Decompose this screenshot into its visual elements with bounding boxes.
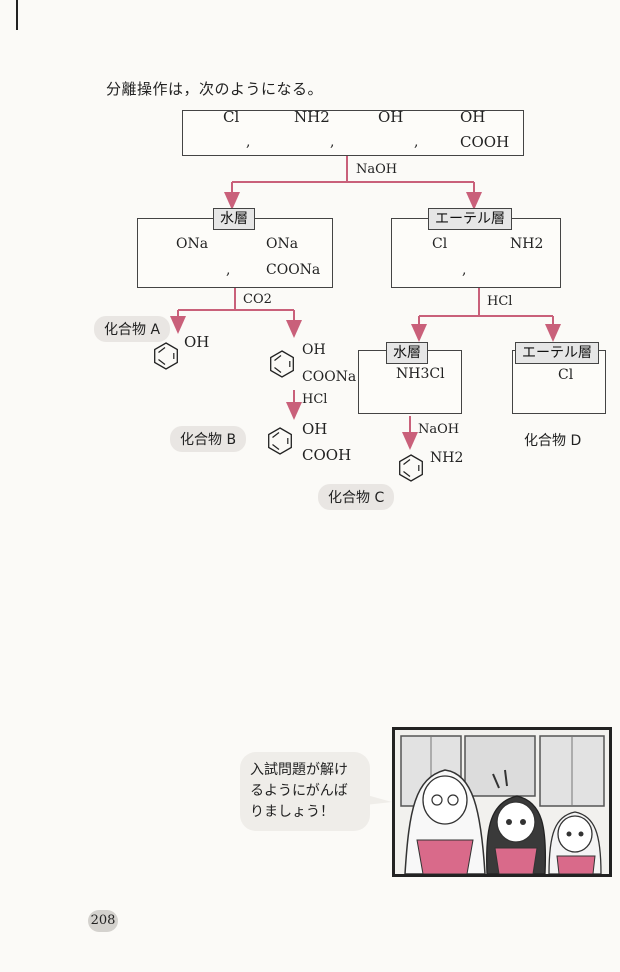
ether-layer-tag: エーテル層 xyxy=(428,208,512,230)
split-arrow-hcl xyxy=(411,288,561,342)
speech-bubble: 入試問題が解け るようにがんば りましょう！ xyxy=(240,752,370,831)
speech-tail-icon xyxy=(356,792,392,806)
mol-salicylic-sub2: COOH xyxy=(460,133,510,151)
page-number: 208 xyxy=(88,910,118,932)
mol-aniline-sub: NH2 xyxy=(294,108,330,126)
benzene-ring-icon xyxy=(268,427,292,455)
compound-a-sub: OH xyxy=(184,333,210,351)
split-arrow-co2 xyxy=(170,288,302,338)
mixture-box xyxy=(182,110,524,156)
compound-c-label: 化合物 C xyxy=(318,484,395,510)
reagent-hcl: HCl xyxy=(487,294,513,309)
ether-layer-box xyxy=(391,218,561,288)
reagent-naoh: NaOH xyxy=(356,162,398,177)
compound-d-label: 化合物 D xyxy=(524,433,582,449)
compound-b-label: 化合物 B xyxy=(170,426,247,452)
reagent-hcl-2: HCl xyxy=(302,392,328,407)
mol-sodium-phenoxide-sub: ONa xyxy=(176,236,209,252)
intro-text: 分離操作は，次のようになる。 xyxy=(106,80,324,98)
reagent-co2: CO2 xyxy=(243,292,272,307)
reagent-naoh-2: NaOH xyxy=(418,422,460,437)
margin-line xyxy=(16,0,18,30)
manga-illustration xyxy=(392,727,612,877)
water-layer-2-tag: 水層 xyxy=(386,342,428,364)
ether-layer-2-tag: エーテル層 xyxy=(515,342,599,364)
benzene-ring-icon xyxy=(154,342,178,370)
water-layer-tag: 水層 xyxy=(213,208,255,230)
split-arrow-1 xyxy=(224,152,482,210)
benzene-ring-icon xyxy=(270,350,294,378)
mol-chlorobenzene-sub: Cl xyxy=(223,108,240,126)
mol-salicylic-sub1: OH xyxy=(460,108,486,126)
mol-phenol-sub: OH xyxy=(378,108,404,126)
compound-a-label: 化合物 A xyxy=(94,316,171,342)
benzene-ring-icon xyxy=(399,454,423,482)
